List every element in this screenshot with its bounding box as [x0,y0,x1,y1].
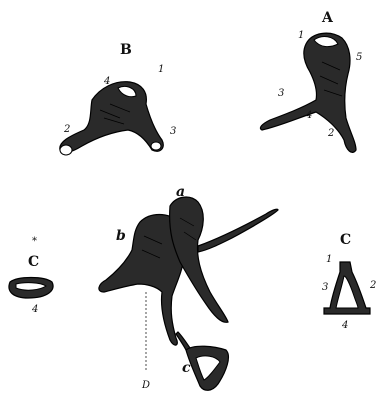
figure-c-left-letter: C [28,254,39,270]
figure-a-bone [260,33,356,152]
label-a: a [176,184,185,200]
figure-a-part-5: 5 [356,52,362,63]
figure-c-right: C 1 3 2 4 [322,232,376,331]
figure-b: B 4 1 2 3 [60,42,177,155]
figure-b-part-2: 2 [63,124,70,135]
figure-main: a b c D [99,184,278,391]
figure-c-right-letter: C [340,232,351,248]
malleus-handle [198,209,278,252]
figure-a-part-1: 1 [298,30,304,41]
figure-a: A 1 5 3 4 2 [260,10,362,152]
figure-a-part-3: 3 [278,88,284,99]
figure-b-part-4: 4 [103,76,110,87]
stapes-stem [176,332,190,350]
figure-a-part-2: 2 [327,128,334,139]
label-c: c [182,360,191,376]
label-b: b [116,228,126,244]
figure-b-bone [60,82,163,153]
figure-b-letter: B [120,42,132,58]
figure-a-part-4: 4 [305,110,312,121]
figure-a-letter: A [321,10,334,26]
figure-c-right-part-2: 2 [369,280,376,291]
figure-b-part-3: 3 [170,126,176,137]
figure-b-part-1: 1 [158,64,164,75]
figure-c-right-part-4: 4 [341,320,348,331]
figure-c-left: C * 4 [9,236,53,315]
label-d: D [141,380,150,391]
figure-c-left-part-4: 4 [31,304,38,315]
figure-c-left-asterisk: * [32,236,37,247]
figure-c-right-part-3: 3 [322,282,328,293]
figure-c-right-part-1: 1 [326,254,332,265]
